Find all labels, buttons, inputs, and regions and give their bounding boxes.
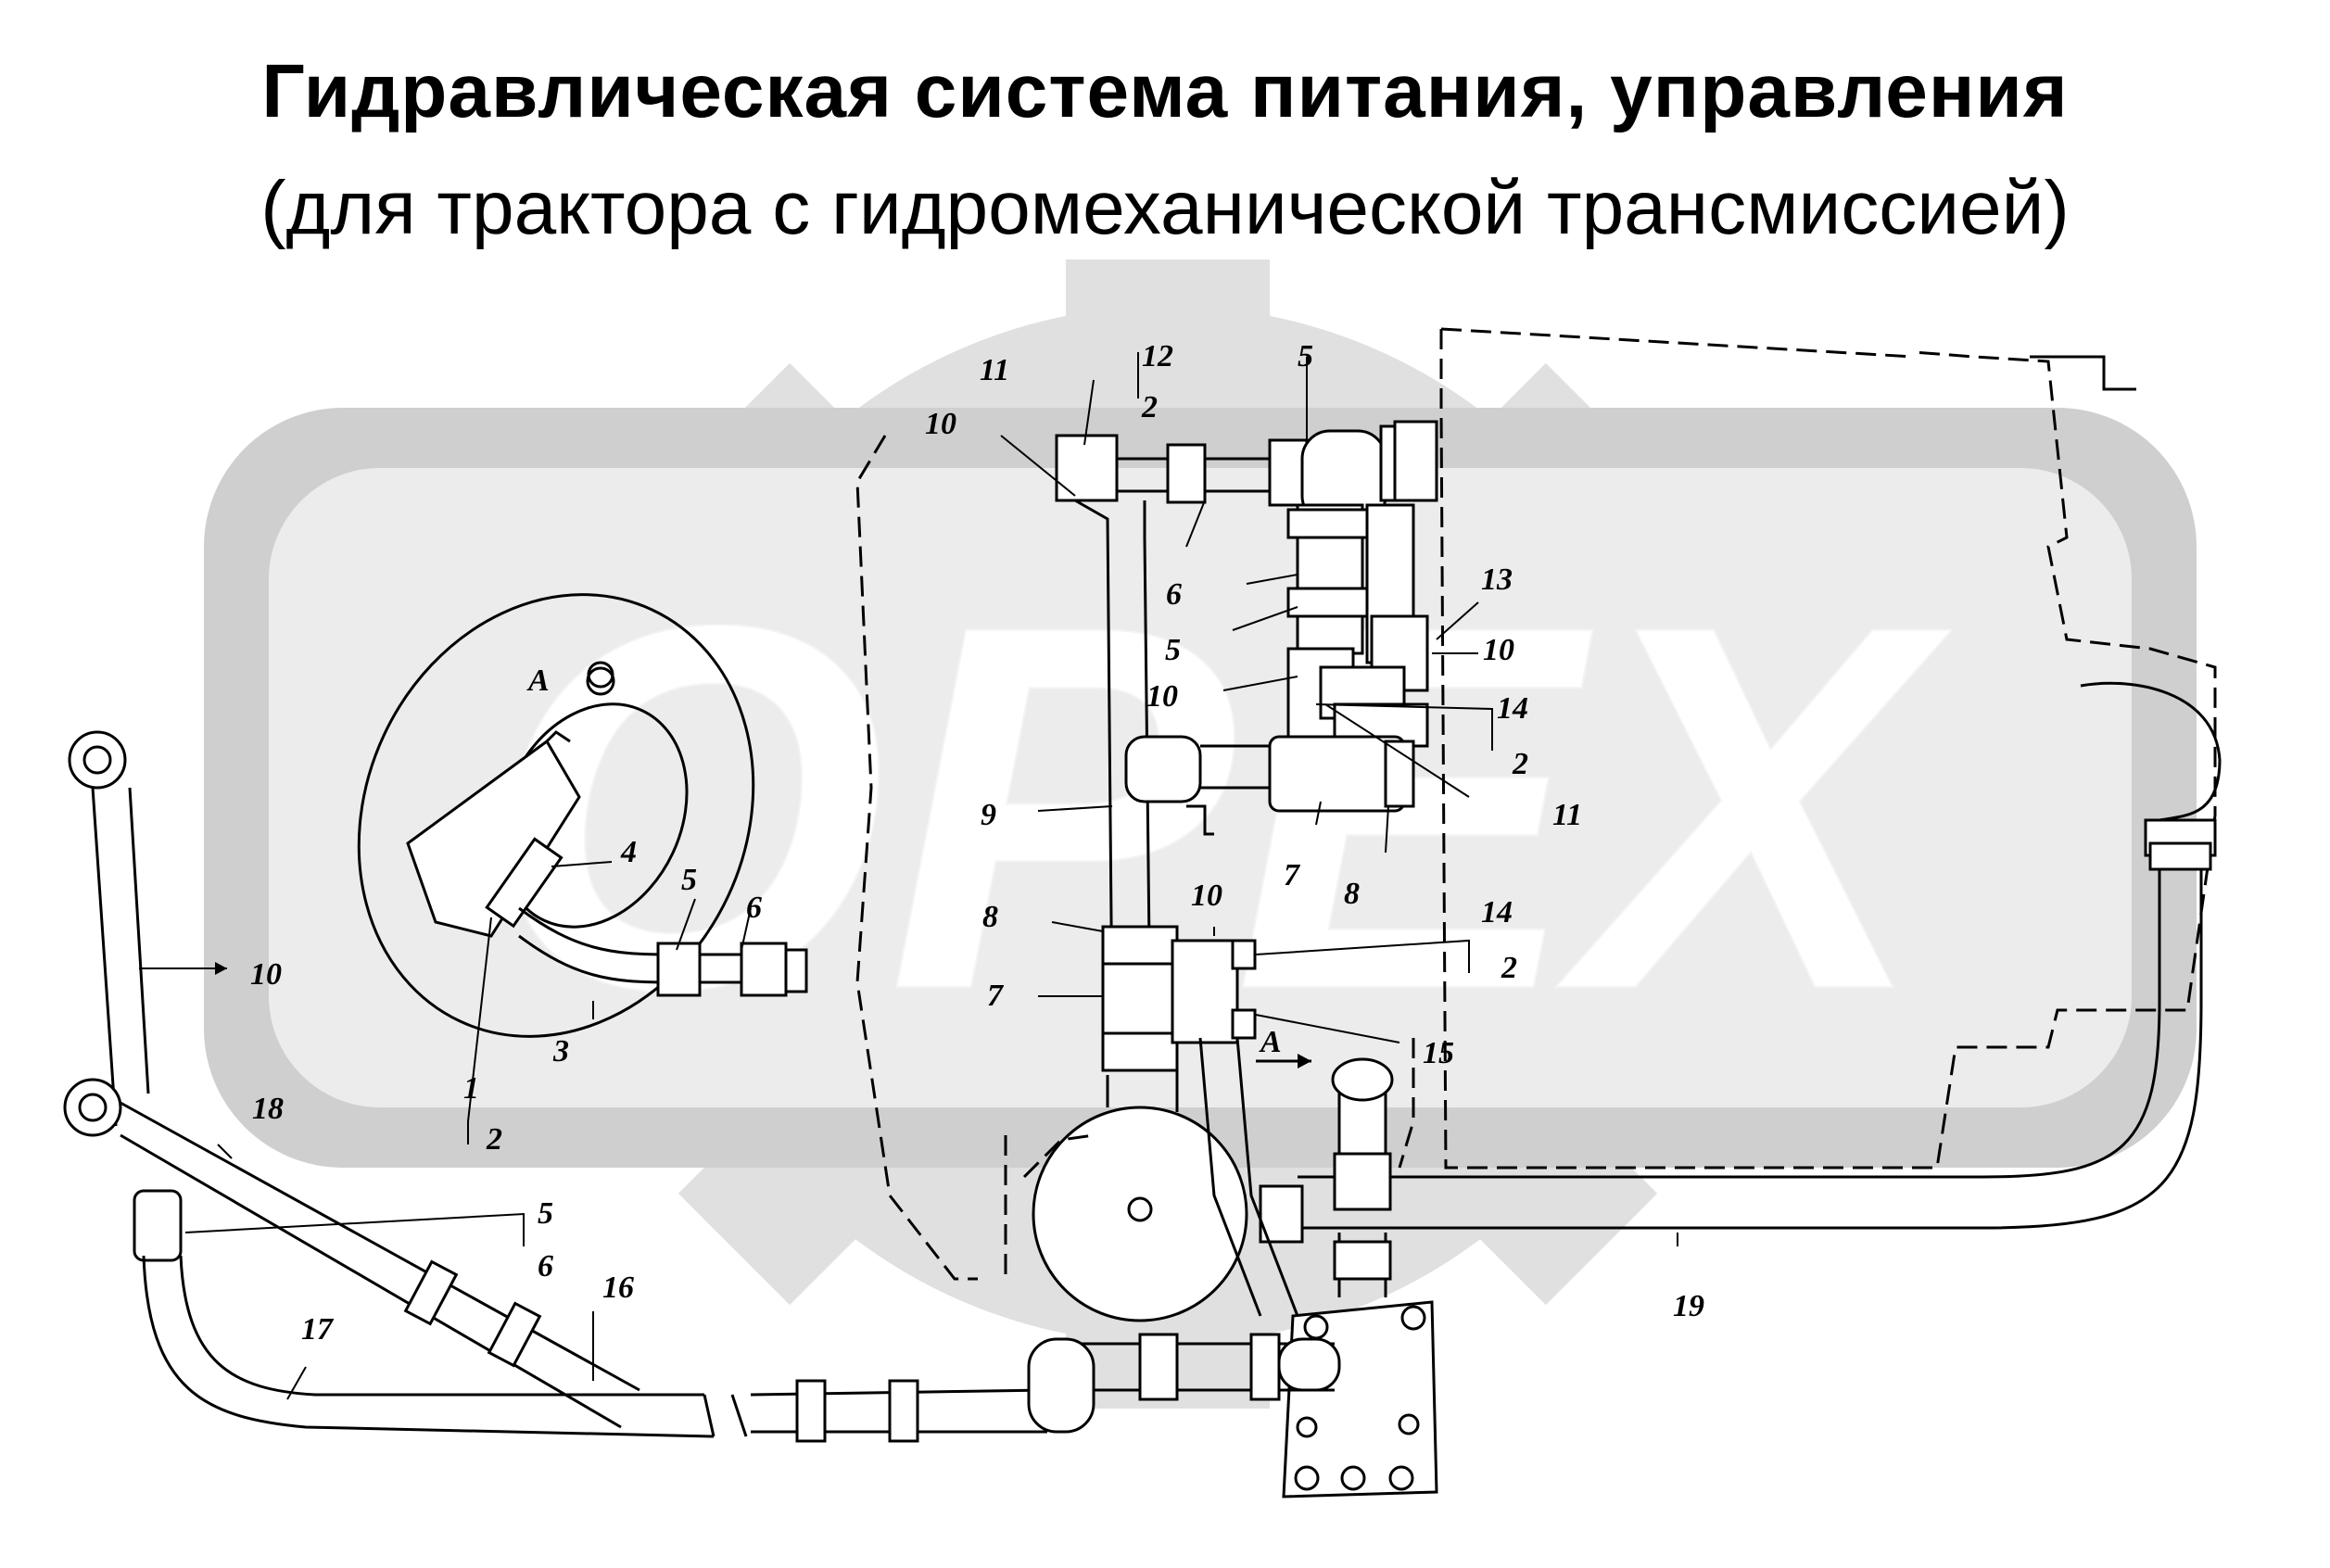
callout-2d: 2 xyxy=(486,1122,502,1157)
page-subtitle: (для трактора с гидромеханической трансм… xyxy=(260,166,2070,250)
callout-10c: 10 xyxy=(1146,679,1178,714)
callout-3: 3 xyxy=(552,1034,569,1069)
callout-6c: 6 xyxy=(538,1249,553,1283)
filter-block xyxy=(1282,1300,1438,1498)
callout-6: 6 xyxy=(1166,577,1182,612)
hose-3 xyxy=(518,906,808,997)
callout-1: 1 xyxy=(463,1071,479,1106)
pump-housing xyxy=(1022,1066,1248,1322)
callout-15: 15 xyxy=(1423,1036,1454,1070)
callout-16: 16 xyxy=(602,1271,634,1305)
callout-5: 5 xyxy=(1298,339,1313,373)
callout-14: 14 xyxy=(1497,691,1528,726)
callout-5c: 5 xyxy=(681,863,697,897)
callout-10d: 10 xyxy=(1191,879,1222,913)
page-title: Гидравлическая система питания, управлен… xyxy=(261,49,2069,133)
callout-19: 19 xyxy=(1673,1289,1704,1323)
callout-9: 9 xyxy=(981,798,996,832)
callout-7: 7 xyxy=(1284,858,1301,892)
callout-13: 13 xyxy=(1481,563,1513,597)
callout-5b: 5 xyxy=(1165,633,1181,667)
transmission-housing-outline xyxy=(855,327,2222,1281)
callout-18: 18 xyxy=(252,1092,284,1126)
callout-11: 11 xyxy=(980,353,1009,387)
callout-7b: 7 xyxy=(987,979,1005,1013)
hose-suction xyxy=(750,1037,1341,1443)
callout-14b: 14 xyxy=(1481,895,1513,929)
callout-8b: 8 xyxy=(982,900,998,934)
callout-8: 8 xyxy=(1344,877,1360,911)
view-a-arrow xyxy=(586,666,1311,1069)
view-a-label-top: А xyxy=(526,664,550,698)
leader-lines xyxy=(139,352,1678,1400)
callout-2c: 2 xyxy=(1501,951,1517,985)
callout-10: 10 xyxy=(925,407,956,441)
oil-tank-drum xyxy=(357,593,755,1038)
callout-5d: 5 xyxy=(538,1196,553,1231)
callout-4: 4 xyxy=(620,835,637,869)
callout-12: 12 xyxy=(1142,339,1173,373)
callouts: 12 2 11 5 10 6 13 5 10 10 14 2 11 9 7 8 … xyxy=(250,339,1704,1347)
valve-block-assembly xyxy=(1055,420,1438,1072)
callout-17: 17 xyxy=(301,1312,335,1347)
callout-2b: 2 xyxy=(1512,747,1528,781)
callout-6b: 6 xyxy=(746,891,762,925)
view-a-label-arrow: А xyxy=(1259,1025,1282,1059)
callout-10e: 10 xyxy=(250,957,282,992)
callout-2: 2 xyxy=(1141,390,1158,424)
left-pipeline xyxy=(63,730,748,1438)
callout-11b: 11 xyxy=(1552,798,1582,832)
callout-10b: 10 xyxy=(1483,633,1514,667)
pipe-19 xyxy=(1259,818,2217,1297)
